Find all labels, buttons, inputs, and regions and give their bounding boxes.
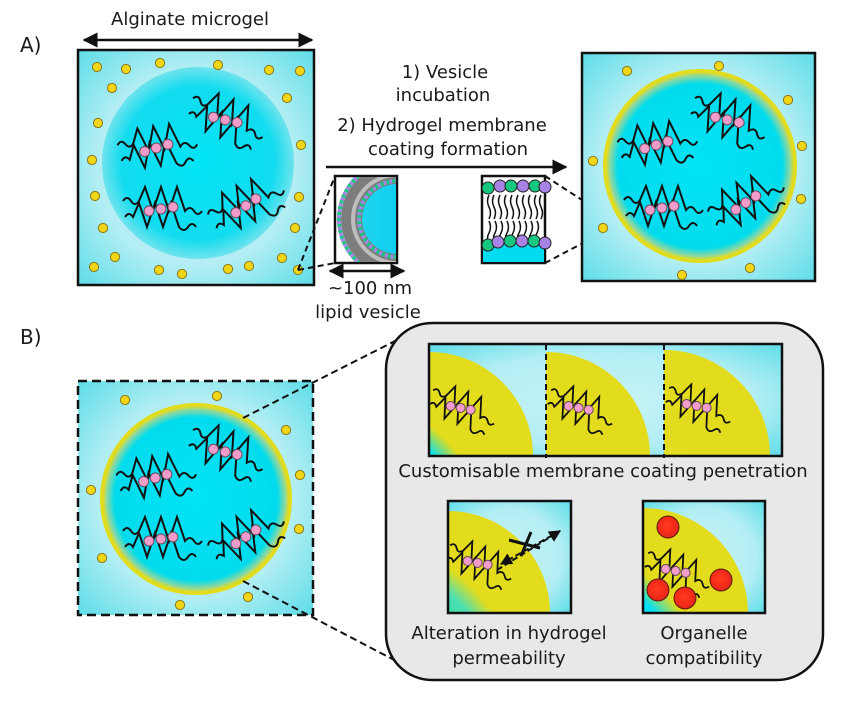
lipid-bilayer-inset (480, 174, 552, 265)
penetration-strip (427, 342, 784, 458)
organelle-line2: compatibility (645, 648, 762, 669)
blocked-diffusion-arrow (499, 530, 561, 565)
step2-line2: coating formation (368, 139, 528, 160)
vesicle-label: lipid vesicle (315, 302, 421, 323)
permeability-inset (446, 499, 573, 615)
zoom-line (242, 339, 398, 419)
coated-microgel (580, 51, 817, 283)
lipid-heads-top (481, 179, 552, 195)
organelle (709, 568, 733, 592)
microgel-label: Alginate microgel (111, 9, 269, 30)
organelles (646, 515, 733, 610)
penetration-medium (546, 352, 650, 456)
panel-a-label: A) (20, 33, 41, 57)
organelle (656, 515, 680, 539)
panel-b-label: B) (20, 325, 42, 349)
zoom-line (242, 580, 399, 663)
permeability-line2: permeability (452, 648, 566, 669)
hydrogel-surface (483, 244, 544, 262)
lipid-heads-bottom (481, 234, 552, 252)
organelle (673, 586, 697, 610)
organelle-line1: Organelle (660, 623, 747, 644)
organelle-inset (641, 499, 767, 615)
alginate-microgel (76, 48, 316, 287)
organelle (646, 578, 670, 602)
step2-line1: 2) Hydrogel membrane (337, 115, 547, 136)
blocked-cross-icon (508, 531, 541, 557)
lipid-vesicle-inset (333, 174, 399, 265)
coated-microgel-zoom-source (76, 379, 315, 617)
vesicle-core (362, 184, 396, 254)
penetration-low (429, 352, 533, 456)
zoom-line (297, 175, 336, 271)
penetration-full (664, 350, 770, 456)
vesicle-size: ~100 nm (328, 278, 412, 299)
step1-line2: incubation (396, 85, 491, 106)
microgel-core (102, 67, 294, 259)
permeability-line1: Alteration in hydrogel (411, 623, 606, 644)
step1-line1: 1) Vesicle (402, 62, 489, 83)
penetration-caption: Customisable membrane coating penetratio… (398, 461, 807, 482)
microgel-core-coated (100, 403, 292, 595)
